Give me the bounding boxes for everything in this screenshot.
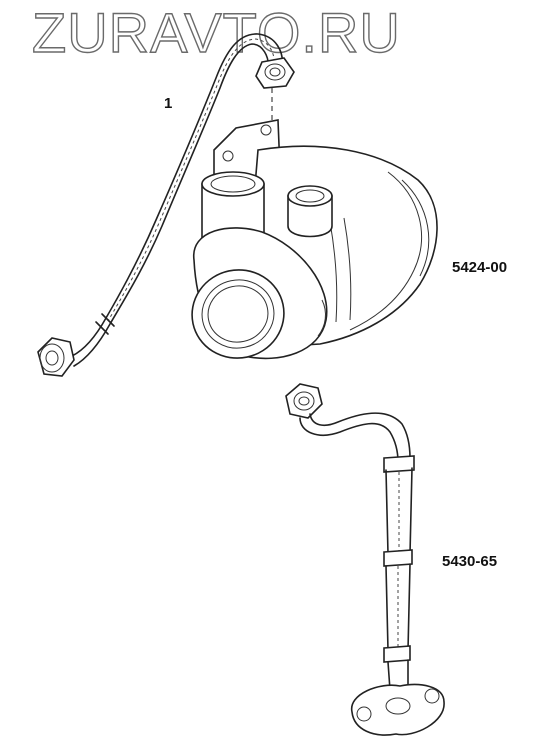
watermark-text: ZURAVTO.RU <box>32 1 401 64</box>
turbo-part-label: 5424-00 <box>452 259 507 276</box>
turbocharger <box>191 119 438 360</box>
oil-return-pipe <box>285 383 445 736</box>
hose-top-nut <box>255 57 295 89</box>
oil-feed-hose <box>71 33 284 367</box>
callout-1-label: 1 <box>164 95 172 112</box>
oil-return-part-label: 5430-65 <box>442 553 497 570</box>
hose-bottom-nut <box>37 337 75 377</box>
